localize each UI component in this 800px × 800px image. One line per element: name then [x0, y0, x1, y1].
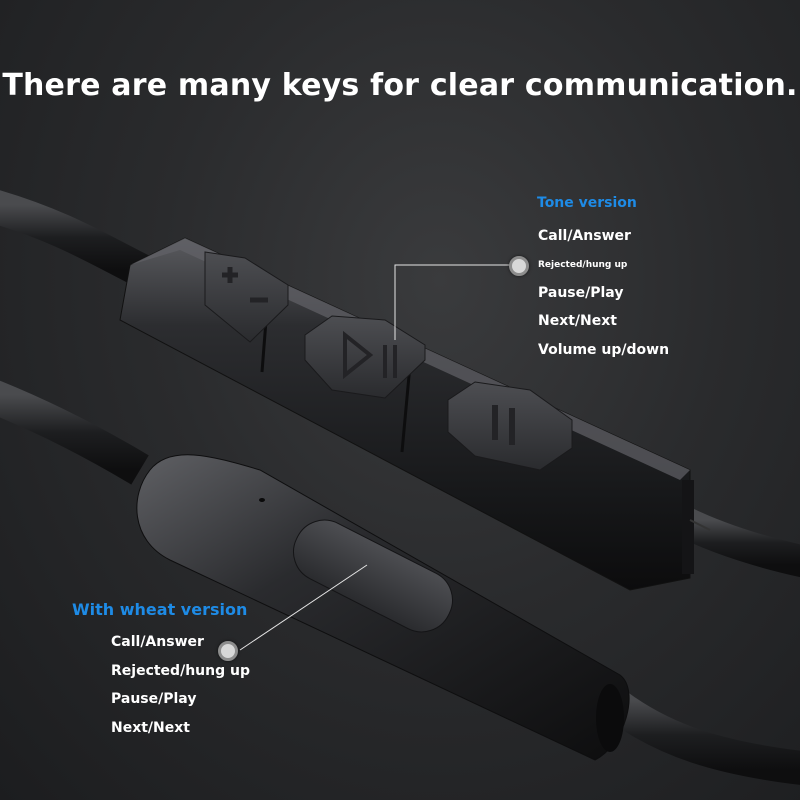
tone-leader-line	[394, 264, 512, 340]
wheat-item-pause-play: Pause/Play	[111, 691, 197, 707]
menu-button	[447, 381, 573, 471]
tone-version-remote	[119, 237, 711, 591]
tone-item-volume: Volume up/down	[538, 342, 670, 358]
tone-version-title: Tone version	[537, 195, 637, 211]
lower-cable	[0, 380, 800, 785]
upper-cable	[0, 190, 800, 578]
wheat-version-title: With wheat version	[72, 600, 248, 619]
tone-item-call-answer: Call/Answer	[538, 228, 631, 244]
tone-item-rejected: Rejected/hung up	[538, 260, 628, 270]
wheat-leader-line	[239, 564, 368, 651]
wheat-item-call-answer: Call/Answer	[111, 634, 204, 650]
tone-item-next: Next/Next	[538, 313, 617, 329]
wheat-item-next: Next/Next	[111, 720, 190, 736]
wheat-item-rejected: Rejected/hung up	[111, 663, 250, 679]
multi-function-button	[293, 519, 453, 633]
volume-buttons	[204, 251, 289, 343]
headline: There are many keys for clear communicat…	[2, 68, 798, 103]
tone-item-pause-play: Pause/Play	[538, 285, 624, 301]
tone-callout-dot	[509, 256, 529, 276]
wheat-version-remote	[136, 454, 630, 761]
wheat-callout-dot	[218, 641, 238, 661]
